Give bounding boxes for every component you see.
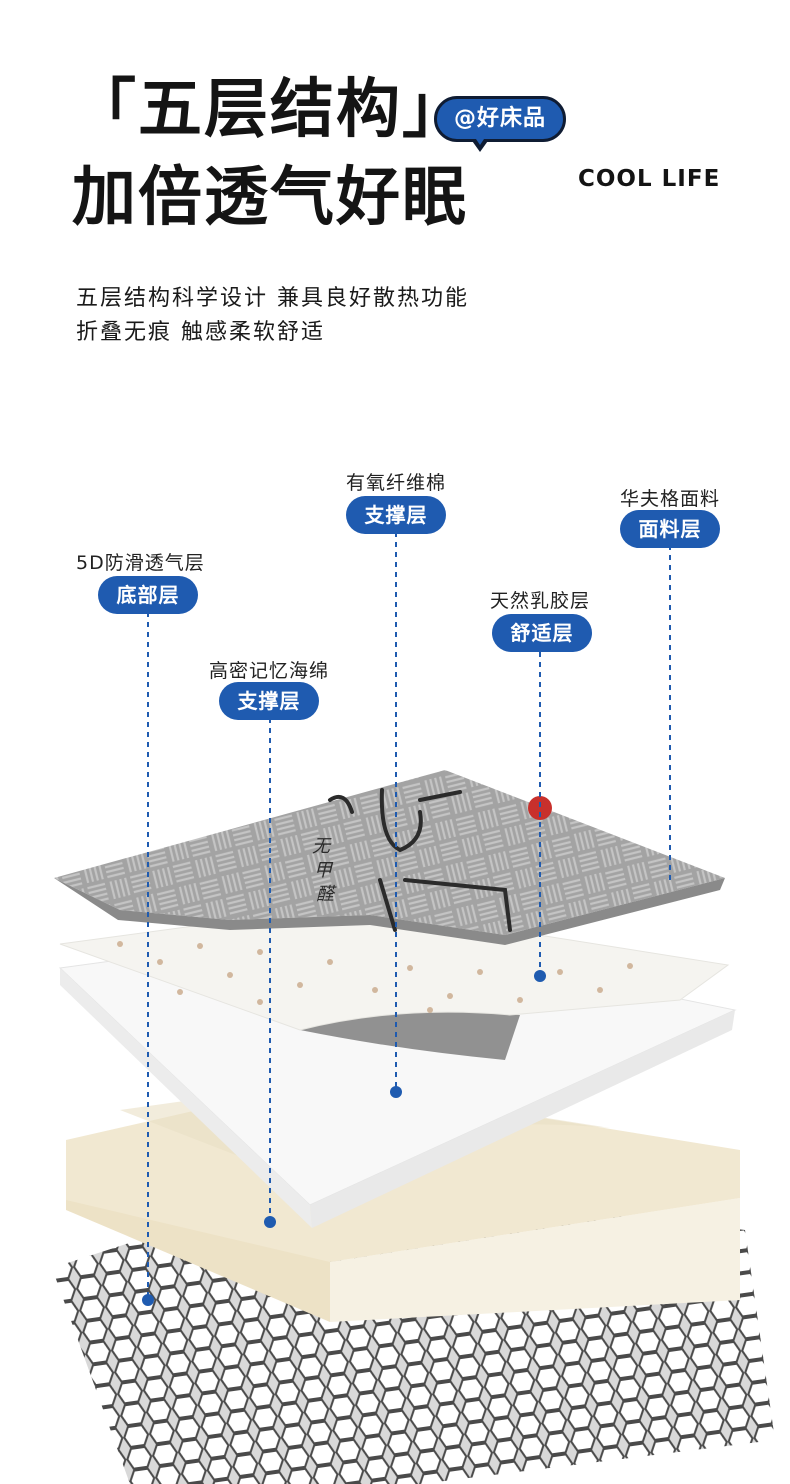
description-line2: 折叠无痕 触感柔软舒适 — [76, 320, 325, 345]
layer-latex-role: 舒适层 — [492, 614, 592, 652]
layer-foam-name: 高密记忆海绵 — [208, 660, 329, 682]
memory-foam-front — [330, 1198, 740, 1322]
latex-layer — [59, 904, 730, 1031]
layer-fabric-name: 华夫格面料 — [619, 488, 720, 510]
fiber-layer-edge-right — [310, 1010, 735, 1228]
fabric-print-strokes — [328, 788, 512, 932]
brand-badge: @好床品 — [434, 96, 566, 142]
leader-dot-latex — [534, 970, 546, 982]
main-title-line2: 加倍透气好眠 — [72, 161, 468, 235]
fabric-print-char: 醛 — [316, 884, 337, 905]
fabric-print-char: 无 — [312, 836, 332, 857]
brand-badge-tail-inner — [474, 136, 486, 145]
fabric-print-text: 无甲醛 — [312, 836, 337, 905]
layer-fabric-role: 面料层 — [620, 510, 720, 548]
waffle-fabric-top — [54, 770, 725, 935]
leader-dot-base — [142, 1294, 154, 1306]
layer-foam-role: 支撑层 — [219, 682, 319, 720]
fabric-print-char: 甲 — [314, 860, 334, 881]
layer-fiber-name: 有氧纤维棉 — [345, 472, 446, 494]
leader-lines — [147, 532, 671, 1300]
fiber-layer-edge-left — [60, 968, 312, 1228]
layer-base-name: 5D防滑透气层 — [76, 552, 205, 574]
layer-fiber-role: 支撑层 — [346, 496, 446, 534]
layer-latex-name: 天然乳胶层 — [489, 590, 590, 612]
waffle-fabric-edge — [54, 878, 725, 945]
main-title-line1: 「五层结构」 — [72, 73, 468, 147]
layer-base-role: 底部层 — [98, 576, 198, 614]
fiber-shadow — [300, 1012, 520, 1060]
fabric-red-seal — [528, 796, 552, 820]
leader-dot-foam — [264, 1216, 276, 1228]
leader-dot-fiber — [390, 1086, 402, 1098]
leader-dots — [142, 970, 546, 1306]
latex-holes — [117, 941, 633, 1013]
slogan: COOL LIFE — [578, 166, 721, 192]
description-line1: 五层结构科学设计 兼具良好散热功能 — [76, 286, 469, 311]
